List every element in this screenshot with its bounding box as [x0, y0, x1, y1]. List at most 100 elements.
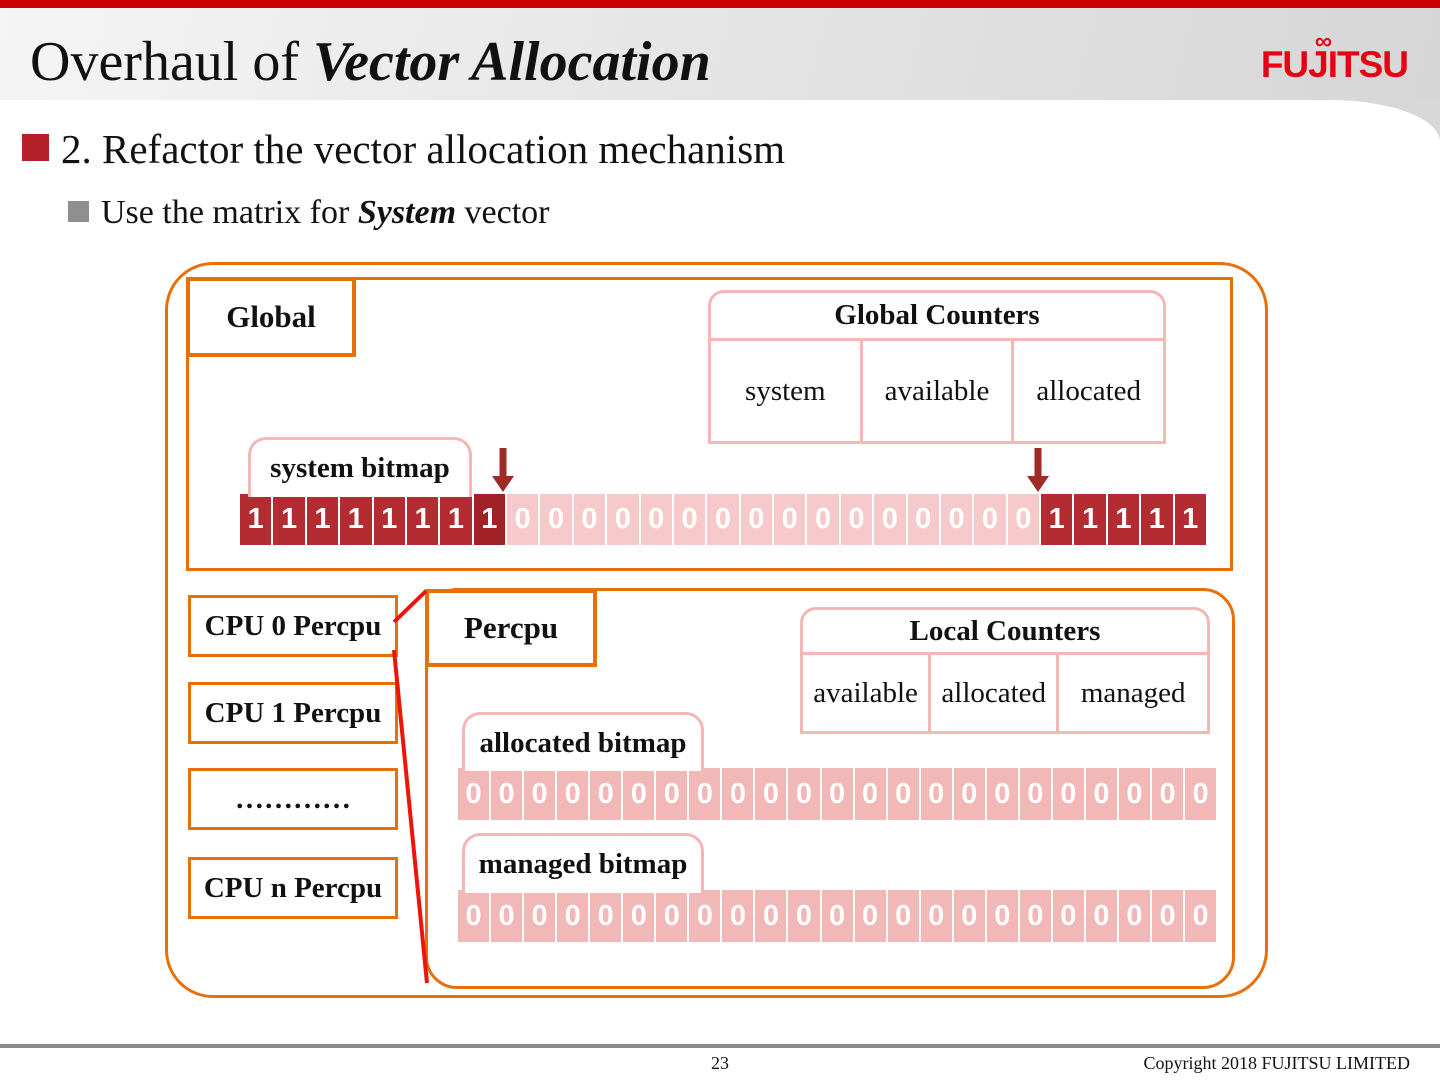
managed-bitmap-label-text: managed bitmap: [478, 848, 688, 880]
bit-cell-0: 0: [854, 890, 886, 942]
bit-cell-0: 0: [874, 494, 906, 545]
bit-cell-0: 0: [623, 890, 655, 942]
bit-cell-0: 0: [1052, 768, 1084, 820]
bit-cell-0: 0: [491, 768, 523, 820]
bit-cell-0: 0: [986, 890, 1018, 942]
bit-cell-0: 0: [557, 890, 589, 942]
bit-cell-0: 0: [689, 890, 721, 942]
bit-cell-0: 0: [458, 768, 490, 820]
title-regular: Overhaul of: [30, 31, 314, 93]
bit-cell-0: 0: [656, 890, 688, 942]
percpu-label-box: Percpu: [425, 589, 597, 667]
copyright-text: Copyright 2018 FUJITSU LIMITED: [1143, 1053, 1411, 1073]
bit-cell-0: 0: [722, 768, 754, 820]
bit-cell-0: 0: [1151, 890, 1184, 942]
footer-divider: [0, 1044, 1440, 1048]
system-bitmap-label: system bitmap: [248, 437, 472, 497]
bullet-level1: 2. Refactor the vector allocation mechan…: [22, 124, 785, 174]
bit-cell-1: 1: [240, 494, 272, 545]
bit-cell-0: 0: [920, 890, 952, 942]
bullet-level2: Use the matrix for System vector: [68, 192, 549, 234]
bit-cell-1: 1: [1107, 494, 1140, 545]
bullet-level2-emphasis: System: [357, 194, 457, 231]
counter-cell-system: system: [745, 374, 826, 407]
bullet-level1-text: 2. Refactor the vector allocation mechan…: [61, 126, 786, 172]
bit-cell-0: 0: [755, 768, 787, 820]
slide-header: Overhaul of Vector Allocation ∞ FUJITSU: [0, 8, 1440, 100]
system-bitmap-label-text: system bitmap: [270, 452, 450, 484]
bit-cell-1: 1: [1174, 494, 1206, 545]
bit-cell-1: 1: [1074, 494, 1106, 545]
bit-cell-0: 0: [821, 890, 853, 942]
local-counters-table: Local Counters available allocated manag…: [800, 607, 1210, 734]
bit-cell-0: 0: [524, 768, 556, 820]
bit-cell-0: 0: [740, 494, 772, 545]
global-section-frame: [186, 277, 1233, 571]
bit-cell-0: 0: [623, 768, 655, 820]
bit-cell-1: 1: [440, 494, 472, 545]
bit-cell-1: 1: [340, 494, 372, 545]
title-emphasis: Vector Allocation: [313, 31, 711, 93]
bit-cell-0: 0: [458, 890, 490, 942]
bullet-level2-text: Use the matrix for System vector: [101, 192, 549, 234]
bit-cell-0: 0: [854, 768, 886, 820]
global-label-box: Global: [186, 277, 356, 357]
bit-cell-0: 0: [887, 768, 919, 820]
bit-cell-0: 0: [974, 494, 1006, 545]
bit-cell-0: 0: [788, 768, 820, 820]
global-counters-title: Global Counters: [711, 293, 1163, 341]
bit-cell-0: 0: [1019, 768, 1051, 820]
bit-cell-0: 0: [573, 494, 606, 545]
bit-cell-0: 0: [673, 494, 706, 545]
global-counters-row: system available allocated: [711, 341, 1163, 441]
bit-cell-0: 0: [920, 768, 952, 820]
bit-cell-0: 0: [840, 494, 873, 545]
bit-cell-1: 1: [373, 494, 405, 545]
bullet-level2-suffix: vector: [456, 194, 550, 231]
cpu-ellipsis-box: …………: [188, 768, 398, 830]
bit-cell-0: 0: [557, 768, 589, 820]
bit-cell-0: 0: [953, 768, 985, 820]
page-number: 23: [711, 1053, 729, 1073]
bullet-level2-prefix: Use the matrix for: [101, 194, 358, 231]
counter-cell-available: available: [859, 341, 1012, 441]
bit-cell-0: 0: [540, 494, 572, 545]
bit-cell-0: 0: [590, 768, 622, 820]
counter-cell-managed-local: managed: [1056, 655, 1207, 731]
bit-cell-0: 0: [821, 768, 853, 820]
page-title: Overhaul of Vector Allocation: [30, 30, 711, 94]
bit-cell-0: 0: [940, 494, 973, 545]
bit-cell-0: 0: [1185, 768, 1217, 820]
counter-cell-available-local: available: [813, 676, 918, 709]
gray-square-bullet-icon: [68, 201, 89, 222]
bit-cell-0: 0: [887, 890, 919, 942]
fujitsu-infinity-icon: ∞: [1314, 28, 1332, 55]
red-square-bullet-icon: [22, 134, 49, 161]
bit-cell-0: 0: [907, 494, 939, 545]
bit-cell-0: 0: [755, 890, 787, 942]
bit-cell-0: 0: [689, 768, 721, 820]
local-counters-row: available allocated managed: [803, 655, 1207, 731]
bit-cell-0: 0: [722, 890, 754, 942]
header-corner-curve: [1330, 100, 1440, 142]
bit-cell-0: 0: [788, 890, 820, 942]
bit-cell-0: 0: [1118, 890, 1150, 942]
bit-cell-0: 0: [1019, 890, 1051, 942]
bit-cell-0: 0: [1118, 768, 1150, 820]
bit-cell-0: 0: [607, 494, 639, 545]
bit-cell-1: 1: [406, 494, 439, 545]
cpu-1-percpu-box: CPU 1 Percpu: [188, 682, 398, 744]
cpu-n-percpu-box: CPU n Percpu: [188, 857, 398, 919]
bit-cell-0: 0: [953, 890, 985, 942]
fujitsu-logo: ∞ FUJITSU: [1261, 28, 1409, 86]
bit-cell-1: 1: [1041, 494, 1073, 545]
global-label-text: Global: [226, 299, 316, 334]
bit-cell-0: 0: [524, 890, 556, 942]
bit-cell-0: 0: [774, 494, 806, 545]
bit-cell-0: 0: [707, 494, 739, 545]
bit-cell-0: 0: [986, 768, 1018, 820]
managed-bitmap-label: managed bitmap: [462, 833, 704, 893]
